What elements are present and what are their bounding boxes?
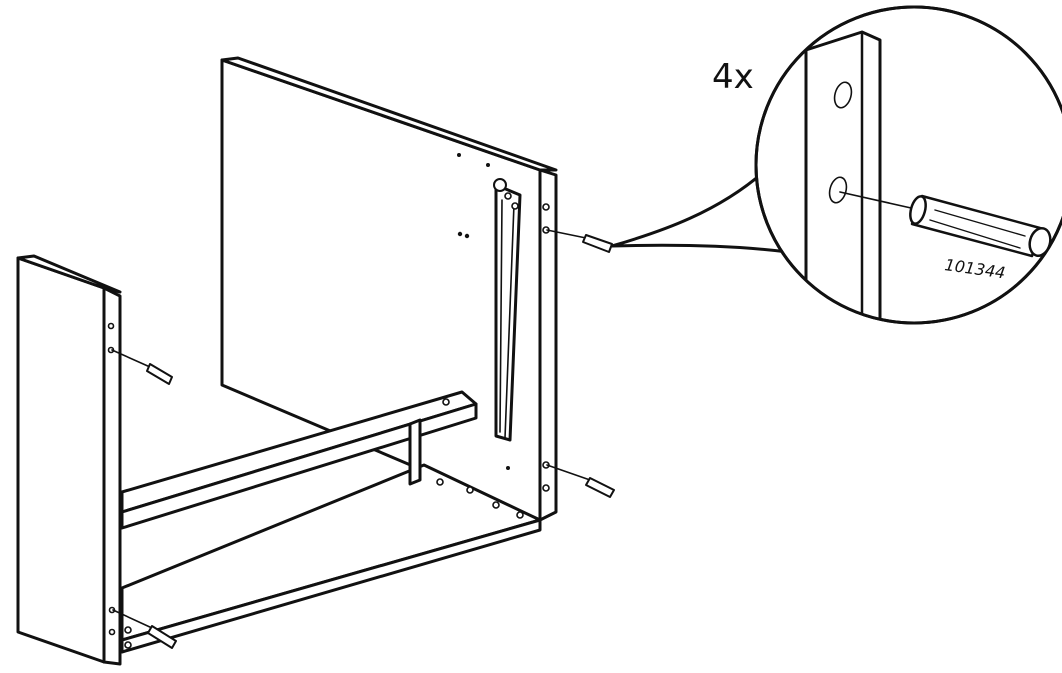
quantity-label: 4x <box>712 57 754 97</box>
front-rail <box>120 390 478 530</box>
dowel-back-upper <box>546 229 613 253</box>
bottom-panel <box>120 463 542 654</box>
drawer-slide-rail <box>493 178 522 442</box>
dowel-side-lower <box>112 609 177 649</box>
dowel-side-upper <box>111 349 173 385</box>
side-panel <box>16 254 122 666</box>
wooden-dowel-icon <box>909 194 1052 258</box>
dowel-back-lower <box>546 464 615 498</box>
detail-callout: 4x 101344 <box>610 5 1062 325</box>
